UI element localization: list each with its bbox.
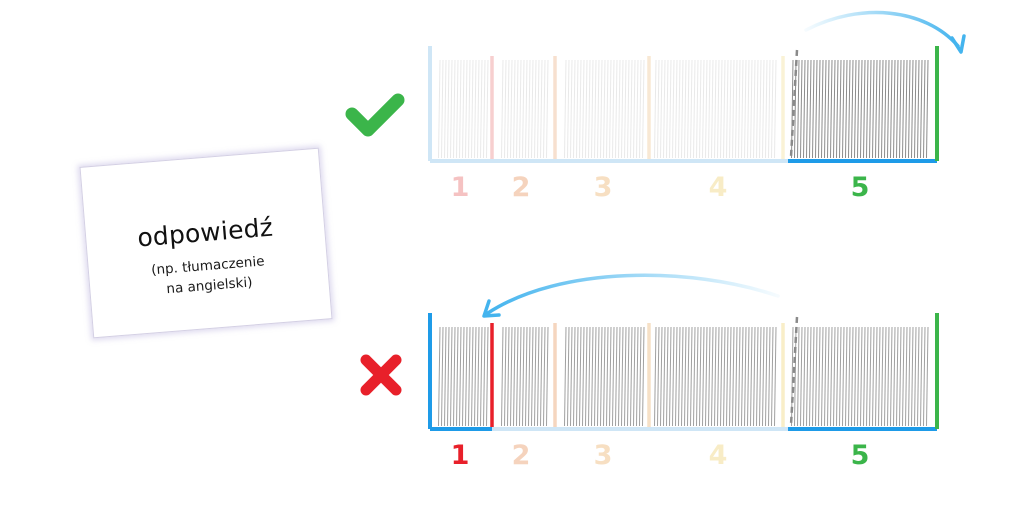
correct-answer-row [428,46,939,163]
card-stack [438,59,489,159]
card-stack [501,326,549,427]
box-label-4: 4 [709,440,728,471]
card-stack [791,59,929,159]
box-labels-correct: 1 2 3 4 5 [451,172,870,203]
card-stack [564,326,645,427]
card-stack [654,59,777,159]
box-label-4: 4 [709,172,728,203]
card-stack [791,326,929,427]
box-label-3: 3 [594,440,613,471]
wrong-answer-row [428,313,939,431]
dashed-marker [789,316,799,426]
box-label-1: 1 [451,172,470,203]
card-stack [438,326,489,427]
dashed-marker [789,49,799,158]
move-back-arrow [482,273,780,318]
box-label-1: 1 [451,440,470,471]
flashcard: odpowiedź (np. tłumaczenie na angielski) [79,147,333,339]
card-subtitle: (np. tłumaczenie na angielski) [88,246,328,305]
move-forward-arrow [804,10,966,54]
card-stack [564,59,645,159]
box-label-5: 5 [851,172,870,203]
check-mark-icon [345,93,405,137]
box-label-2: 2 [512,440,531,471]
card-stack [654,326,777,427]
box-labels-wrong: 1 2 3 4 5 [451,440,870,471]
box-label-2: 2 [512,172,531,203]
card-stack [501,59,549,159]
cross-mark-icon [360,354,402,396]
box-label-3: 3 [594,172,613,203]
box-label-5: 5 [851,440,870,471]
